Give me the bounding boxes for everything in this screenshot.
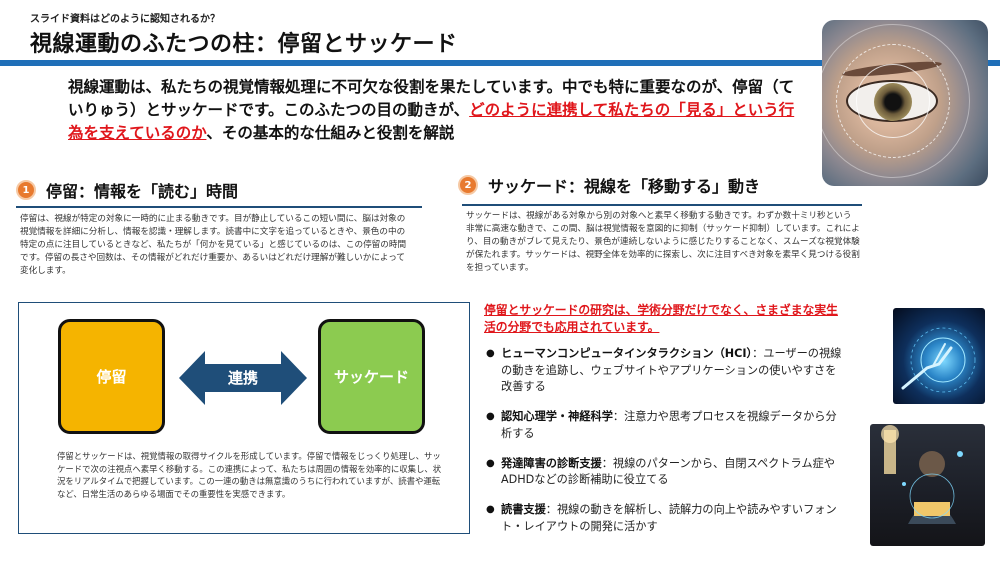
circuit-graphic [901,327,976,393]
section-1-header: 1 停留：情報を「読む」時間 [16,178,238,202]
list-item: ヒューマンコンピュータインタラクション（HCI）：ユーザーの視線の動きを追跡し、… [486,346,842,396]
intro-highlight: どのように連携して私たちの「見る」という行為を支えているのか [68,101,795,142]
section-1-divider [16,206,422,208]
section-2-number-badge: 2 [458,175,478,195]
double-arrow-shape [179,351,307,405]
reading-person-image [870,424,985,546]
list-item: 発達障害の診断支援：視線のパターンから、自閉スペクトラム症やADHDなどの診断補… [486,456,842,489]
list-item-desc: ：ユーザーの視線の動きを追跡し、ウェブサイトやアプリケーションの使いやすさを改善… [501,347,842,393]
intro-paragraph: 視線運動は、私たちの視覚情報処理に不可欠な役割を果たしています。中でも特に重要な… [68,76,808,145]
slide-kicker: スライド資料はどのように認知されるか？ [30,14,220,25]
section-1-title: 停留：情報を「読む」時間 [46,182,239,201]
list-item-desc: ：視線のパターンから、自閉スペクトラム症やADHDなどの診断補助に役立てる [501,456,835,487]
section-2-header: 2 サッケード：視線を「移動する」動き [458,173,760,197]
section-1-body: 停留は、視線が特定の対象に一時的に止まる動きです。目が静止しているこの短い間に、… [20,214,407,276]
robot-hand-image [893,308,985,404]
hud-ring-large [822,24,970,178]
section-2-body: サッケードは、視線がある対象から別の対象へと素早く移動する動きです。わずか数十ミ… [466,211,860,273]
intro-text-1: 視線運動は、私たちの視覚情報処理に不可欠な役割を果たしています。中でも特に重要な… [68,78,795,119]
list-item-term: ヒューマンコンピュータインタラクション（HCI） [501,347,753,360]
list-item-term: 読書支援 [501,503,546,516]
intro-text-2: 、その基本的な仕組みと役割を解説 [206,124,455,142]
title-underline-bar [0,60,1000,66]
list-item: 読書支援：視線の動きを解析し、読解力の向上や読みやすいフォント・レイアウトの開発… [486,502,842,535]
section-1-number-badge: 1 [16,180,36,200]
list-item: 認知心理学・神経科学：注意力や思考プロセスを視線データから分析する [486,409,842,442]
list-item-term: 認知心理学・神経科学 [501,410,613,423]
section-2-divider [462,204,862,206]
research-lead: 停留とサッケードの研究は、学術分野だけでなく、さまざまな実生活の分野でも応用され… [484,303,838,334]
fixation-box: 停留 [58,319,165,434]
link-label: 連携 [227,369,258,387]
reading-scene-graphic [881,425,963,524]
application-list: ヒューマンコンピュータインタラクション（HCI）：ユーザーの視線の動きを追跡し、… [486,346,842,549]
double-arrow-icon [179,351,307,405]
eye-hero-image [822,20,988,186]
list-item-desc: ：注意力や思考プロセスを視線データから分析する [501,410,837,440]
diagram-caption: 停留とサッケードは、視覚情報の取得サイクルを形成しています。停留で情報をじっくり… [57,451,442,499]
list-item-term: 発達障害の診断支援 [501,456,602,470]
slide-title: 視線運動のふたつの柱：停留とサッケード [30,32,458,57]
cycle-diagram: 停留 連携 サッケード 停留とサッケードは、視覚情報の取得サイクルを形成していま… [18,302,470,534]
list-item-desc: ：視線の動きを解析し、読解力の向上や読みやすいフォント・レイアウトの開発に活かす [501,503,837,533]
saccade-box: サッケード [318,319,425,434]
section-2-title: サッケード：視線を「移動する」動き [488,177,761,196]
